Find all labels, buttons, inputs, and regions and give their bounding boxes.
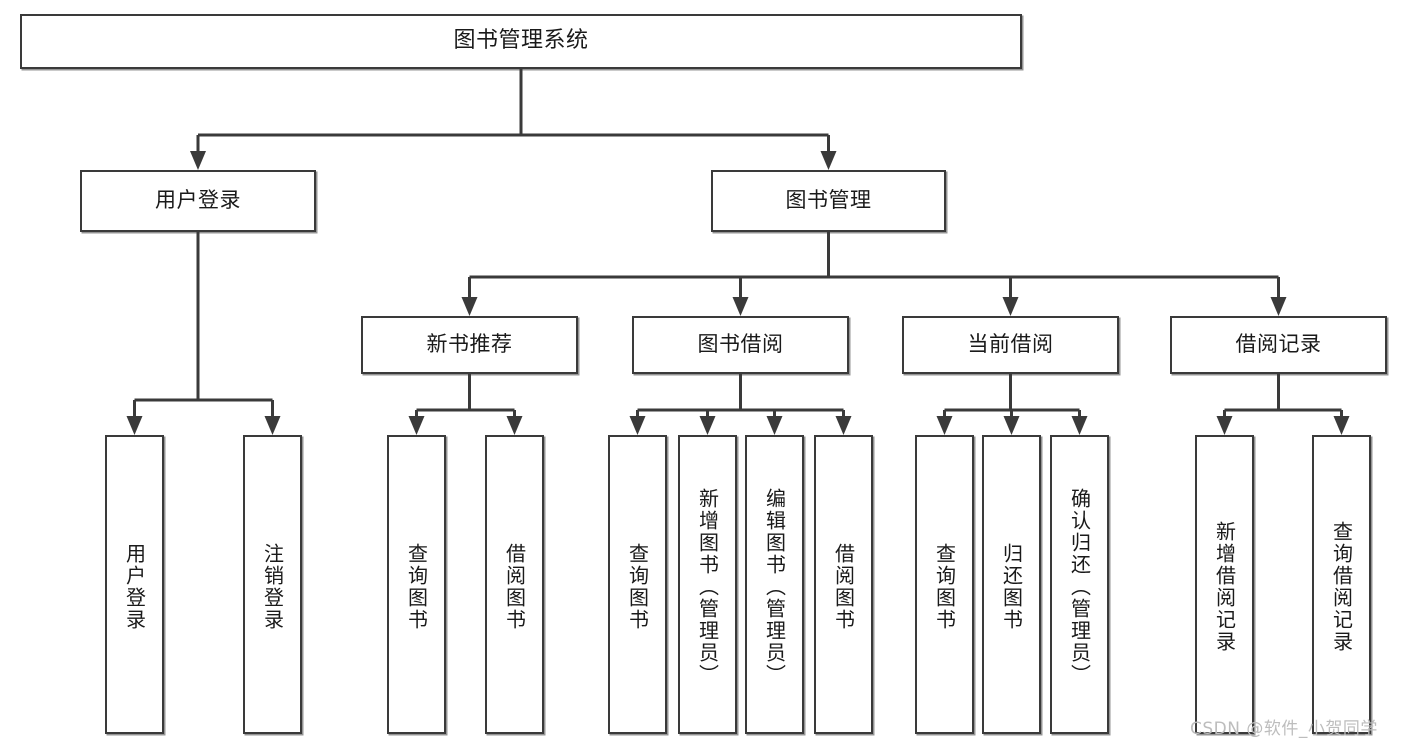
arrowhead (264, 416, 281, 435)
node-label: 新增借阅记录 (1212, 520, 1237, 653)
node-leaf_login2: 注销登录 (243, 435, 302, 734)
arrowhead (936, 416, 953, 435)
node-records: 借阅记录 (1170, 316, 1387, 374)
node-label: 图书借阅 (697, 332, 784, 357)
arrowhead (1270, 297, 1287, 316)
node-leaf_new1: 查询图书 (387, 435, 446, 734)
node-leaf_new2: 借阅图书 (485, 435, 544, 734)
arrowhead (408, 416, 425, 435)
node-borrow: 图书借阅 (632, 316, 849, 374)
node-label: 图书管理 (785, 188, 872, 213)
arrowhead (766, 416, 783, 435)
arrowhead (126, 416, 143, 435)
node-label: 编辑图书（管理员） (762, 487, 787, 686)
node-login: 用户登录 (80, 170, 316, 232)
node-root: 图书管理系统 (20, 14, 1022, 69)
node-label: 归还图书 (999, 542, 1024, 631)
node-label: 用户登录 (155, 188, 241, 213)
arrowhead (835, 416, 852, 435)
node-label: 借阅记录 (1235, 332, 1322, 357)
arrowhead (1071, 416, 1088, 435)
node-leaf_bor3: 编辑图书（管理员） (745, 435, 804, 734)
node-label: 确认归还（管理员） (1067, 487, 1092, 686)
arrowhead (1333, 416, 1350, 435)
node-leaf_bor1: 查询图书 (608, 435, 667, 734)
node-leaf_bor2: 新增图书（管理员） (678, 435, 737, 734)
node-leaf_cur3: 确认归还（管理员） (1050, 435, 1109, 734)
node-newrec: 新书推荐 (361, 316, 578, 374)
node-label: 查询图书 (404, 542, 429, 631)
arrowhead (629, 416, 646, 435)
arrowhead (1216, 416, 1233, 435)
node-leaf_cur2: 归还图书 (982, 435, 1041, 734)
node-label: 借阅图书 (502, 542, 527, 631)
node-label: 用户登录 (122, 542, 147, 631)
node-label: 注销登录 (260, 542, 285, 631)
arrowhead (732, 297, 749, 316)
arrowhead (699, 416, 716, 435)
node-leaf_cur1: 查询图书 (915, 435, 974, 734)
node-label: 新书推荐 (426, 332, 513, 357)
arrowhead (820, 151, 837, 170)
arrowhead (506, 416, 523, 435)
node-label: 新增图书（管理员） (695, 487, 720, 686)
arrowhead (1002, 297, 1019, 316)
node-label: 当前借阅 (967, 332, 1054, 357)
node-leaf_rec1: 新增借阅记录 (1195, 435, 1254, 734)
arrowhead (190, 151, 206, 170)
csdn-watermark: CSDN @软件_小贺同学 (1190, 719, 1378, 739)
node-bookmgmt: 图书管理 (711, 170, 946, 232)
node-current: 当前借阅 (902, 316, 1119, 374)
arrowhead (461, 297, 478, 316)
node-leaf_login1: 用户登录 (105, 435, 164, 734)
node-label: 查询图书 (932, 542, 957, 631)
node-label: 图书管理系统 (453, 28, 589, 54)
node-label: 借阅图书 (831, 542, 856, 631)
node-leaf_rec2: 查询借阅记录 (1312, 435, 1371, 734)
node-label: 查询图书 (625, 542, 650, 631)
arrowhead (1003, 416, 1020, 435)
node-leaf_bor4: 借阅图书 (814, 435, 873, 734)
node-label: 查询借阅记录 (1329, 520, 1354, 653)
